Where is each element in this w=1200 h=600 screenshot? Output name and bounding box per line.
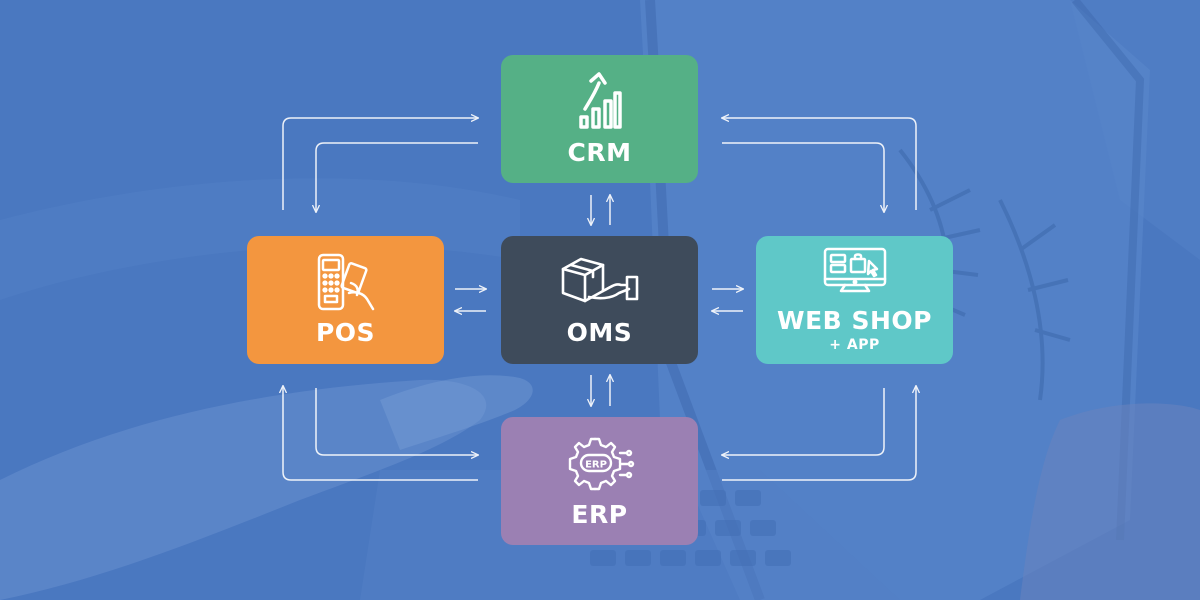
web-shop-label: WEB SHOP <box>777 306 932 336</box>
web-shop-node: WEB SHOP + APP <box>756 236 953 364</box>
card-terminal-icon <box>317 254 374 311</box>
package-hand-icon <box>561 257 638 303</box>
erp-gear-icon: ERP <box>568 438 634 491</box>
online-shop-icon <box>823 248 886 293</box>
oms-label: OMS <box>566 318 633 348</box>
pos-label: POS <box>315 318 376 348</box>
erp-node: ERP ERP <box>501 417 698 545</box>
erp-icon-text: ERP <box>585 460 607 471</box>
crm-label: CRM <box>567 138 632 168</box>
crm-node: CRM <box>501 55 698 183</box>
web-shop-sublabel: + APP <box>829 336 880 353</box>
oms-node: OMS <box>501 236 698 364</box>
pos-node: POS <box>247 236 444 364</box>
growth-chart-icon <box>578 72 622 129</box>
erp-label: ERP <box>571 500 628 530</box>
